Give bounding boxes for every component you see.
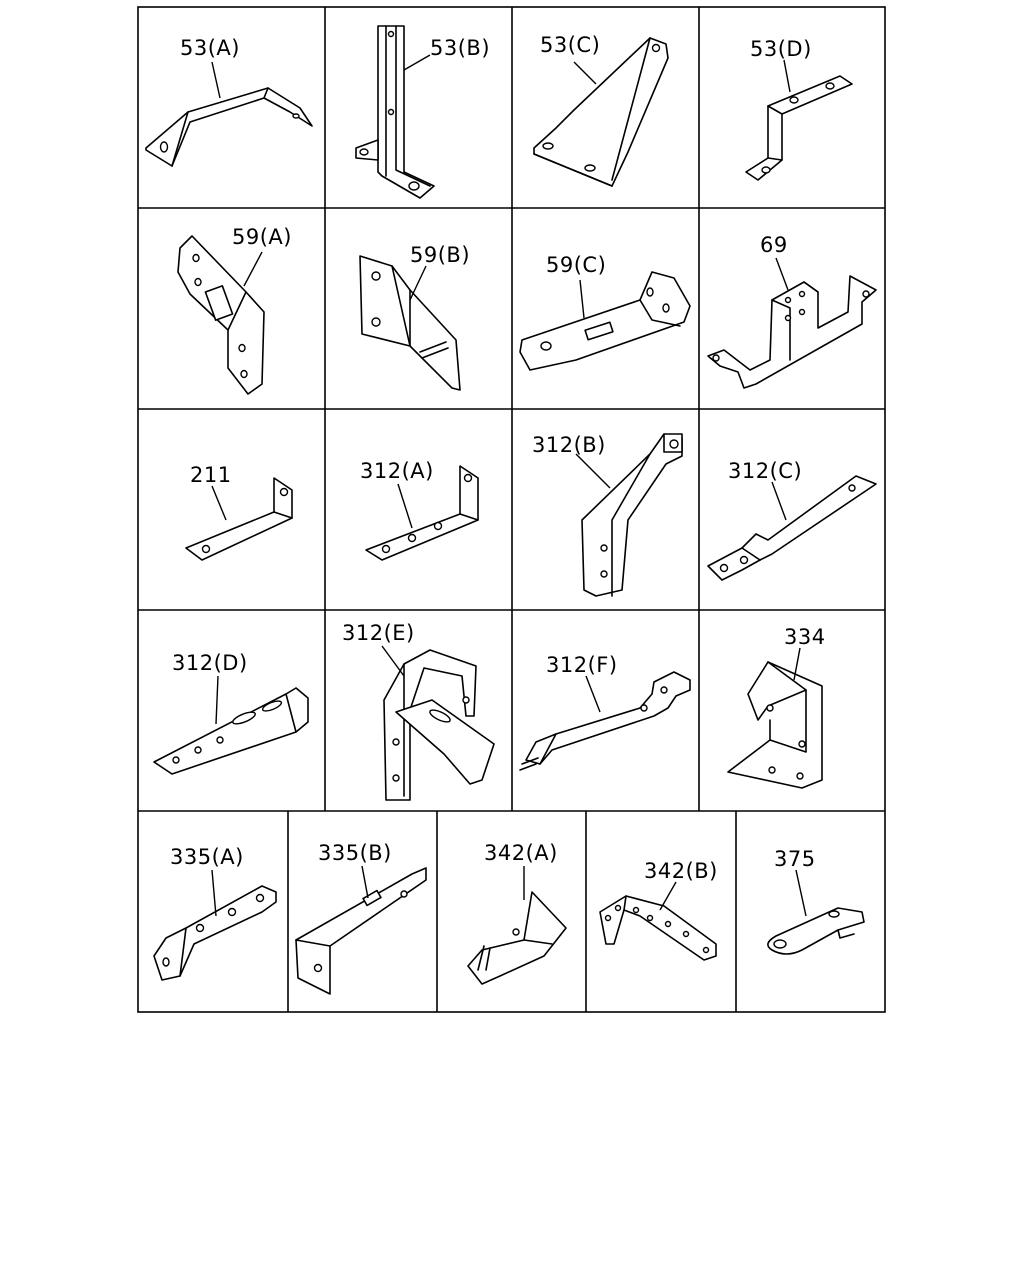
part-211[interactable]: 211 [185,463,293,561]
label-312c: 312(C) [728,459,802,483]
part-59c[interactable]: 59(C) [519,253,691,371]
label-53a: 53(A) [180,36,240,60]
grid-frame [137,6,886,1013]
part-312f[interactable]: 312(F) [519,653,691,771]
part-334[interactable]: 334 [727,625,826,789]
part-69[interactable]: 69 [707,233,877,389]
label-53d: 53(D) [750,37,812,61]
part-312c[interactable]: 312(C) [707,459,877,581]
label-69: 69 [760,233,788,257]
label-53c: 53(C) [540,33,600,57]
label-342b: 342(B) [644,859,718,883]
part-312d[interactable]: 312(D) [153,651,309,775]
label-59a: 59(A) [232,225,292,249]
label-312a: 312(A) [360,459,434,483]
label-59b: 59(B) [410,243,470,267]
label-334: 334 [784,625,826,649]
part-342b[interactable]: 342(B) [599,859,718,961]
part-335b[interactable]: 335(B) [295,841,427,995]
label-312f: 312(F) [546,653,618,677]
part-312e[interactable]: 312(E) [342,621,495,801]
label-312e: 312(E) [342,621,415,645]
part-342a[interactable]: 342(A) [467,841,567,985]
part-312b[interactable]: 312(B) [532,433,683,597]
part-53a[interactable]: 53(A) [145,36,313,167]
part-53d[interactable]: 53(D) [745,37,853,181]
label-342a: 342(A) [484,841,558,865]
part-53c[interactable]: 53(C) [533,33,669,187]
part-53b[interactable]: 53(B) [355,25,490,199]
part-312a[interactable]: 312(A) [360,459,479,561]
label-53b: 53(B) [430,36,490,60]
label-211: 211 [190,463,232,487]
label-335a: 335(A) [170,845,244,869]
label-312b: 312(B) [532,433,606,457]
label-335b: 335(B) [318,841,392,865]
label-59c: 59(C) [546,253,606,277]
part-59a[interactable]: 59(A) [177,225,292,395]
part-335a[interactable]: 335(A) [153,845,277,981]
label-375: 375 [774,847,816,871]
part-375[interactable]: 375 [767,847,865,955]
part-59b[interactable]: 59(B) [359,243,470,391]
label-312d: 312(D) [172,651,248,675]
